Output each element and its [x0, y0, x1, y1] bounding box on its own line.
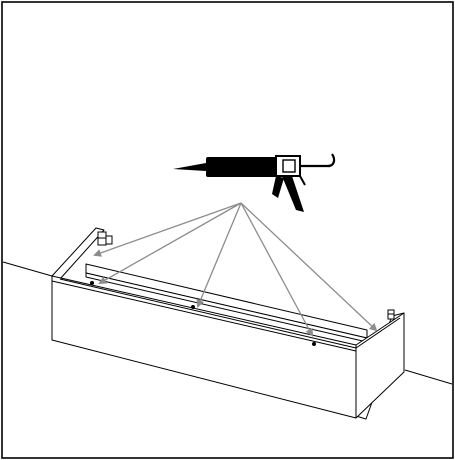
left-wall-bracket	[97, 231, 113, 246]
sealant-arrow-icon	[196, 202, 242, 308]
vanity-cabinet	[51, 227, 405, 420]
wall-edge-line	[2, 261, 453, 385]
sealant-arrows	[93, 202, 378, 337]
caulking-gun-icon	[173, 153, 336, 212]
right-wall-bracket	[387, 309, 395, 320]
sealant-arrow-icon	[98, 202, 242, 284]
sealant-arrow-icon	[240, 202, 313, 337]
sealant-arrow-icon	[240, 202, 378, 332]
sealant-arrow-icon	[93, 202, 242, 257]
